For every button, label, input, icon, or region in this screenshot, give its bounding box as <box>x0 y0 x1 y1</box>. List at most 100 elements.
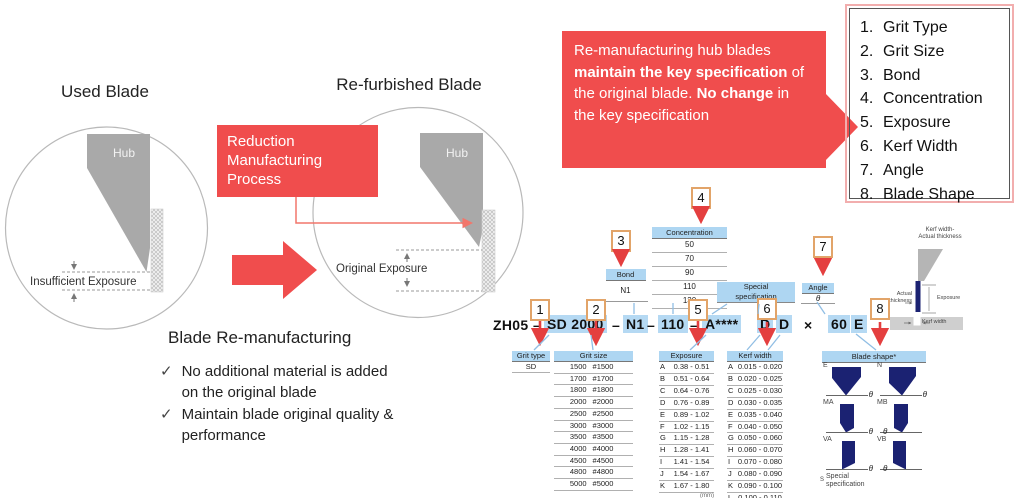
key-spec-item-label: Grit Type <box>883 19 948 36</box>
grit-size-row: 3500 #3500 <box>554 432 633 444</box>
grit-size-value: 2500 <box>569 408 587 418</box>
callout-bold-2: No change <box>696 85 774 102</box>
key-spec-callout: Re-manufacturing hub blades maintain the… <box>562 31 826 168</box>
blade-shape-icon <box>826 441 868 470</box>
blade-shape-icon <box>880 404 922 433</box>
blade-shape-footnote-text: Special specification <box>826 473 865 488</box>
exposure-code: C <box>660 385 666 395</box>
theta-symbol: θ <box>883 464 888 473</box>
process-connector-arrow <box>295 197 473 229</box>
kerf-width-code: G <box>728 433 734 443</box>
kerf-width-code: J <box>728 469 732 479</box>
grit-size-value: 1800 <box>569 385 587 395</box>
kerf-width-range: 0.025 - 0.030 <box>737 385 783 395</box>
kerf-width-row: C 0.025 - 0.030 <box>727 386 783 398</box>
kerf-width-code: H <box>728 445 734 455</box>
key-spec-item-number: 8. <box>860 185 874 203</box>
grit-size-row: 4500 #4500 <box>554 456 633 468</box>
key-spec-item-number: 6. <box>860 137 874 155</box>
blade-shape-footnote-s: S <box>820 477 825 483</box>
grit-size-row: 1700 #1700 <box>554 374 633 386</box>
key-spec-item: 5. Exposure <box>850 111 1009 135</box>
key-spec-item: 2. Grit Size <box>850 40 1009 64</box>
spec-special-segment: A**** <box>702 315 742 333</box>
blade-shape-label: VB <box>877 436 887 443</box>
bond-header: Bond <box>605 269 646 281</box>
checklist-item-text: Maintain blade original quality & perfor… <box>181 406 394 444</box>
key-spec-item-number: 1. <box>860 19 874 36</box>
key-spec-item-label: Blade Shape <box>883 185 975 203</box>
spec-dash-3: – <box>647 317 656 333</box>
exposure-range: 1.28 - 1.41 <box>673 445 710 455</box>
exposure-code: F <box>660 421 665 431</box>
key-spec-item: 8. Blade Shape <box>850 183 1009 207</box>
exposure-code: B <box>660 373 666 383</box>
key-spec-item: 3. Bond <box>850 64 1009 88</box>
exposure-header: Exposure <box>659 351 714 362</box>
kerf-width-row: H 0.060 - 0.070 <box>727 445 783 458</box>
exposure-range: 0.76 - 0.89 <box>673 397 710 407</box>
blade-shape-label: MA <box>823 399 834 406</box>
spec-shape-segment: E <box>851 315 867 333</box>
benefits-checklist: ✓ No additional material is added on the… <box>160 361 398 447</box>
grit-size-value: 4000 <box>569 443 587 453</box>
exposure-row: B 0.51 - 0.64 <box>659 374 714 386</box>
kerf-width-row: J 0.080 - 0.090 <box>727 469 783 482</box>
kerf-width-row: G 0.050 - 0.060 <box>727 433 783 446</box>
exposure-range: 0.51 - 0.64 <box>673 373 710 383</box>
grit-size-row: 1800 #1800 <box>554 385 633 398</box>
checklist-item-text: No additional material is added on the o… <box>181 363 388 401</box>
original-exposure-label: Original Exposure <box>336 263 428 275</box>
concentration-value: 50 <box>652 239 727 253</box>
used-blade-title: Used Blade <box>61 82 149 101</box>
exposure-row: G 1.15 - 1.28 <box>659 433 714 446</box>
callout-arrow-tip <box>825 93 858 161</box>
grit-type-value: SD <box>512 362 550 373</box>
spec-angle-segment: 60 <box>828 315 851 333</box>
refurbished-abrasive-strip <box>481 209 496 293</box>
angle-theta-symbol: θ <box>815 294 821 303</box>
key-spec-item-label: Angle <box>883 161 924 179</box>
key-spec-list-inner: 1. Grit Type 2. Grit Size 3. Bond 4. Con… <box>849 8 1010 203</box>
exposure-code: K <box>660 481 666 491</box>
used-abrasive-strip <box>150 208 164 293</box>
kerf-width-range: 0.030 - 0.035 <box>737 397 783 407</box>
kerf-width-range: 0.035 - 0.040 <box>737 409 783 419</box>
special-specification-box: Special specification <box>717 282 795 303</box>
blade-shape-label: VA <box>823 436 832 443</box>
exposure-code: D <box>660 397 666 407</box>
exposure-row: K 1.67 - 1.80 <box>659 481 714 493</box>
badge-1: 1 <box>530 299 550 321</box>
theta-symbol: θ <box>868 464 873 473</box>
key-spec-list-box: 1. Grit Type 2. Grit Size 3. Bond 4. Con… <box>845 4 1014 203</box>
callout-text: Re-manufacturing hub blades <box>574 42 771 59</box>
key-spec-item: 1. Grit Type <box>850 16 1009 40</box>
badge-3: 3 <box>611 230 631 252</box>
refurbished-hub-label: Hub <box>446 146 469 160</box>
kerf-width-code: A <box>728 362 734 371</box>
kerf-width-range: 0.080 - 0.090 <box>737 469 783 479</box>
kerf-width-row: I 0.070 - 0.080 <box>727 457 783 470</box>
kerf-width-row: K 0.090 - 0.100 <box>727 481 783 493</box>
kerf-width-table: Kerf width A 0.015 - 0.020 B 0.020 - 0.0… <box>727 351 783 498</box>
kerf-width-range: 0.020 - 0.025 <box>737 373 783 383</box>
kerf-width-row: E 0.035 - 0.040 <box>727 410 783 422</box>
grit-size-row: 5000 #5000 <box>554 479 633 491</box>
grit-size-row: 2500 #2500 <box>554 409 633 421</box>
exposure-unit-note: (mm) <box>700 492 714 498</box>
exposure-code: A <box>660 362 666 371</box>
exposure-row: D 0.76 - 0.89 <box>659 398 714 410</box>
spec-code-prefix: ZH05 <box>493 317 529 333</box>
blade-remanufacturing-caption: Blade Re-manufacturing <box>168 328 352 347</box>
kerf-width-range: 0.015 - 0.020 <box>737 362 783 371</box>
blade-shape-icon <box>826 404 868 433</box>
blade-shape-cell-MB: MB θ <box>876 399 928 437</box>
key-spec-item-label: Concentration <box>883 90 983 108</box>
blade-shape-label: E <box>823 362 828 369</box>
kerf-width-row: D 0.030 - 0.035 <box>727 398 783 410</box>
kerf-width-row: L 0.100 - 0.110 <box>727 493 783 498</box>
grit-size-row: 2000 #2000 <box>554 397 633 409</box>
kerf-width-range: 0.040 - 0.050 <box>737 421 783 431</box>
checklist-item: ✓ Maintain blade original quality & perf… <box>160 404 398 446</box>
